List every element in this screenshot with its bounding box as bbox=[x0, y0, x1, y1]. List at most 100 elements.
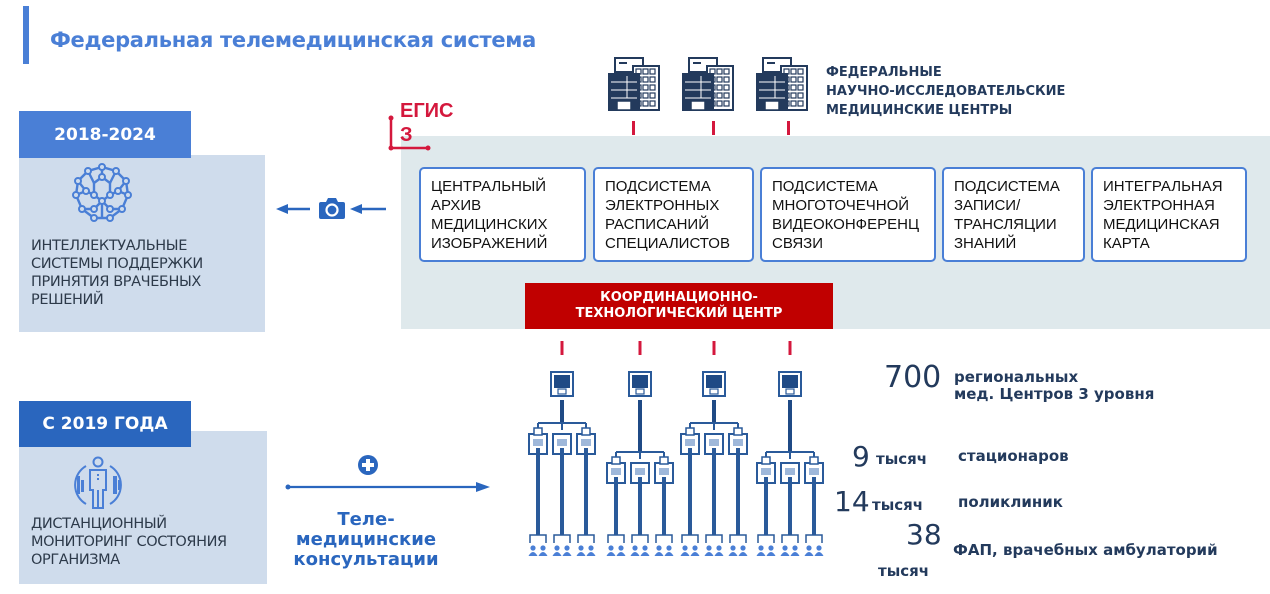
hospital-windows bbox=[733, 439, 743, 446]
hospital-door bbox=[764, 477, 768, 483]
tree-line-down bbox=[560, 454, 564, 535]
fap-bracket bbox=[781, 534, 799, 543]
body-monitoring-icon bbox=[74, 456, 122, 509]
person-icon-body bbox=[738, 552, 748, 556]
federal-building-icon bbox=[608, 57, 660, 111]
fap-bracket bbox=[553, 534, 571, 543]
ai-decision-support-text: ИНТЕЛЛЕКТУАЛЬНЫЕ СИСТЕМЫ ПОДДЕРЖКИ ПРИНЯ… bbox=[31, 237, 203, 309]
label-line: ФЕДЕРАЛЬНЫЕ bbox=[826, 65, 942, 80]
person-icon-body bbox=[766, 552, 776, 556]
regional-network-tree bbox=[528, 341, 824, 556]
person-icon bbox=[530, 545, 536, 551]
subsystem-videoconference[interactable]: ПОДСИСТЕМА МНОГОТОЧЕЧНОЙ ВИДЕОКОНФЕРЕНЦ … bbox=[760, 167, 936, 262]
stat-label-line: региональных bbox=[954, 368, 1079, 386]
hospital-door bbox=[662, 477, 666, 483]
person-icon-body bbox=[714, 552, 724, 556]
person-icon bbox=[792, 545, 798, 551]
hospital-cross-icon bbox=[685, 427, 695, 436]
person-icon-body bbox=[728, 552, 738, 556]
subsystem-line: СВЯЗИ bbox=[772, 235, 824, 252]
hospital-windows bbox=[557, 439, 567, 446]
person-icon bbox=[768, 545, 774, 551]
hospital-windows bbox=[709, 439, 719, 446]
subsystem-image-archive[interactable]: ЦЕНТРАЛЬНЫЙ АРХИВ МЕДИЦИНСКИХ ИЗОБРАЖЕНИ… bbox=[419, 167, 586, 262]
person-icon bbox=[782, 545, 788, 551]
tree-line-down bbox=[662, 483, 666, 535]
tree-trunk bbox=[560, 400, 564, 423]
regional-center-icon-window bbox=[782, 375, 798, 388]
regional-center-icon-door bbox=[557, 388, 567, 395]
person-icon bbox=[656, 545, 662, 551]
subsystem-line: ЭЛЕКТРОННЫХ bbox=[605, 197, 720, 214]
period-badge-2018-2024: 2018-2024 bbox=[19, 111, 191, 158]
hospital-cross-icon bbox=[733, 427, 743, 436]
person-icon-body bbox=[586, 552, 596, 556]
person-icon-body bbox=[756, 552, 766, 556]
card-text-line: ПРИНЯТИЯ ВРАЧЕБНЫХ bbox=[31, 274, 201, 290]
subsystem-line: КАРТА bbox=[1103, 235, 1150, 252]
camera-icon bbox=[319, 198, 345, 219]
hospital-door bbox=[712, 448, 716, 454]
hospital-cross-icon bbox=[761, 456, 771, 465]
hospital-cross-icon bbox=[533, 427, 543, 436]
arrow-right-icon bbox=[285, 482, 490, 492]
subsystem-line: МНОГОТОЧЕЧНОЙ bbox=[772, 197, 910, 214]
hospital-windows bbox=[635, 468, 645, 475]
subsystem-line: ТРАНСЛЯЦИИ bbox=[954, 216, 1057, 233]
tree-line-down bbox=[688, 454, 692, 535]
stat-label-regional: региональных мед. Центров 3 уровня bbox=[954, 369, 1154, 403]
tree-line-down bbox=[736, 454, 740, 535]
stat-number-regional: 700 bbox=[884, 360, 942, 395]
hospital-windows bbox=[685, 439, 695, 446]
subsystem-line: РАСПИСАНИЙ bbox=[605, 216, 709, 233]
tree-trunk bbox=[788, 400, 792, 452]
connector-tick bbox=[638, 341, 642, 355]
person-icon bbox=[642, 545, 648, 551]
stat-label-polyclinics: поликлиник bbox=[958, 493, 1063, 511]
subsystem-line: ПОДСИСТЕМА bbox=[954, 178, 1060, 195]
remote-monitoring-text: ДИСТАНЦИОННЫЙ МОНИТОРИНГ СОСТОЯНИЯ ОРГАН… bbox=[31, 515, 227, 569]
hospital-cross-icon bbox=[659, 456, 669, 465]
connector-tick bbox=[712, 341, 716, 355]
title-accent-bar bbox=[23, 6, 29, 64]
hospital-door bbox=[688, 448, 692, 454]
person-icon-body bbox=[562, 552, 572, 556]
person-icon bbox=[554, 545, 560, 551]
hospital-door bbox=[788, 477, 792, 483]
arrow-left-icon bbox=[350, 204, 386, 214]
person-icon bbox=[740, 545, 746, 551]
subsystem-line: ЗНАНИЙ bbox=[954, 235, 1017, 252]
tree-line-down bbox=[764, 483, 768, 535]
egisz-line: З bbox=[400, 124, 413, 146]
person-icon-body bbox=[804, 552, 814, 556]
stat-unit-polyclinics: тысяч bbox=[872, 496, 924, 514]
ktc-line: ТЕХНОЛОГИЧЕСКИЙ ЦЕНТР bbox=[575, 306, 783, 321]
tree-trunk bbox=[638, 400, 642, 452]
regional-center-icon-window bbox=[554, 375, 570, 388]
fap-bracket bbox=[607, 534, 625, 543]
person-icon bbox=[758, 545, 764, 551]
subsystem-knowledge[interactable]: ПОДСИСТЕМА ЗАПИСИ/ ТРАНСЛЯЦИИ ЗНАНИЙ bbox=[942, 167, 1085, 262]
tree-line-down bbox=[536, 454, 540, 535]
card-text-line: ОРГАНИЗМА bbox=[31, 552, 120, 568]
hospital-cross-icon bbox=[581, 427, 591, 436]
person-icon-body bbox=[576, 552, 586, 556]
card-text-line: ИНТЕЛЛЕКТУАЛЬНЫЕ bbox=[31, 238, 187, 254]
connector-tick bbox=[787, 121, 790, 135]
tree-trunk bbox=[712, 400, 716, 423]
hospital-windows bbox=[809, 468, 819, 475]
fap-bracket bbox=[631, 534, 649, 543]
person-icon-body bbox=[704, 552, 714, 556]
label-line: МЕДИЦИНСКИЕ ЦЕНТРЫ bbox=[826, 103, 1013, 118]
regional-center-icon-window bbox=[632, 375, 648, 388]
tree-line-down bbox=[812, 483, 816, 535]
tele-line: медицинские bbox=[295, 529, 437, 550]
stat-label-line: мед. Центров 3 уровня bbox=[954, 385, 1155, 403]
stat-number-fap: 38 bbox=[906, 518, 942, 551]
hospital-door bbox=[614, 477, 618, 483]
subsystem-emr[interactable]: ИНТЕГРАЛЬНАЯ ЭЛЕКТРОННАЯ МЕДИЦИНСКАЯ КАР… bbox=[1091, 167, 1247, 262]
egisz-label: ЕГИС З bbox=[400, 99, 454, 147]
person-icon bbox=[618, 545, 624, 551]
subsystem-schedules[interactable]: ПОДСИСТЕМА ЭЛЕКТРОННЫХ РАСПИСАНИЙ СПЕЦИА… bbox=[593, 167, 754, 262]
person-icon-body bbox=[790, 552, 800, 556]
